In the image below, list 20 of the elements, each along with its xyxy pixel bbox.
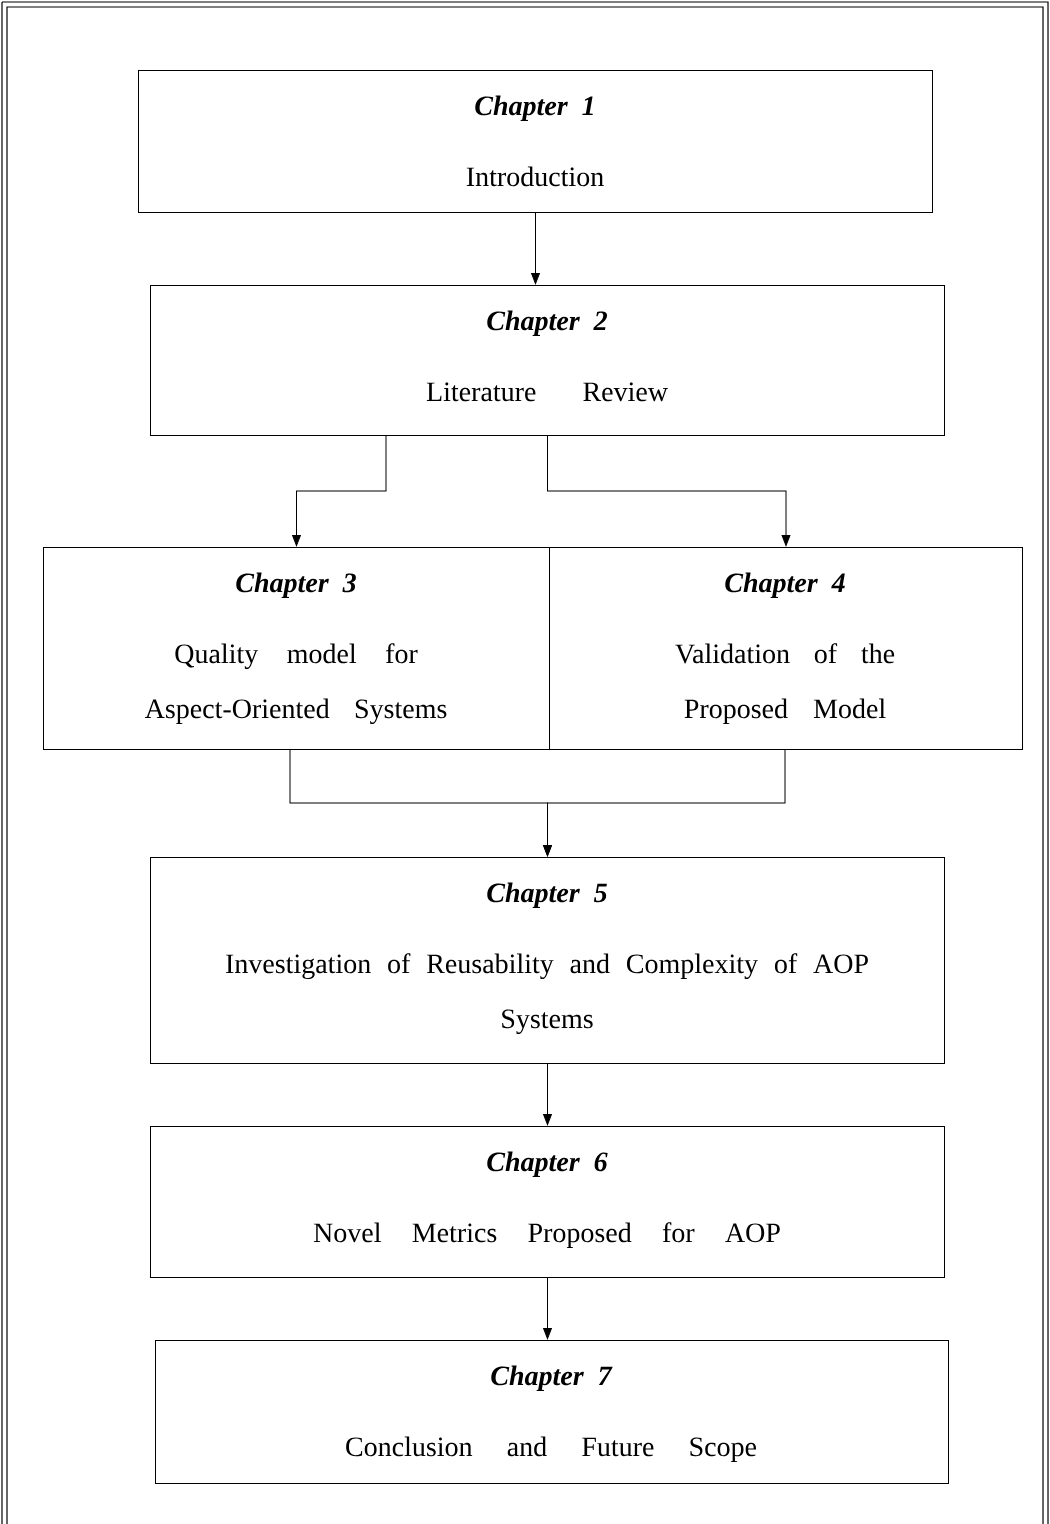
chapter-text: Chapter 7 Conclusion and Future Scope: [346, 1365, 757, 1462]
arrow: [547, 435, 791, 547]
arrow: [543, 748, 786, 857]
chapter-box: [549, 547, 1023, 750]
chapter-text: Chapter 5 Investigation of Reusability and Complexity of AOP Systems: [226, 882, 868, 1034]
chapter-text: Chapter 4 Validation of the Proposed Model: [675, 572, 895, 724]
chapter-text: Chapter 6 Novel Metrics Proposed for AOP: [313, 1151, 780, 1248]
arrow: [531, 212, 540, 285]
arrow: [292, 434, 387, 547]
arrow: [543, 1063, 552, 1126]
chapter-box: [43, 547, 550, 750]
arrow: [543, 1277, 552, 1340]
chapter-text: Chapter 3 Quality model for Aspect-Oriented Systems: [144, 572, 447, 724]
chapter-text: Chapter 1 Introduction: [466, 95, 604, 187]
chapter-box: [138, 70, 933, 213]
chapter-box: [150, 857, 945, 1064]
chapter-text: Chapter 2 Literature Review: [426, 310, 668, 402]
chapter-box: [155, 1340, 949, 1484]
chapter-box: [150, 285, 945, 436]
chapter-box: [150, 1126, 945, 1278]
